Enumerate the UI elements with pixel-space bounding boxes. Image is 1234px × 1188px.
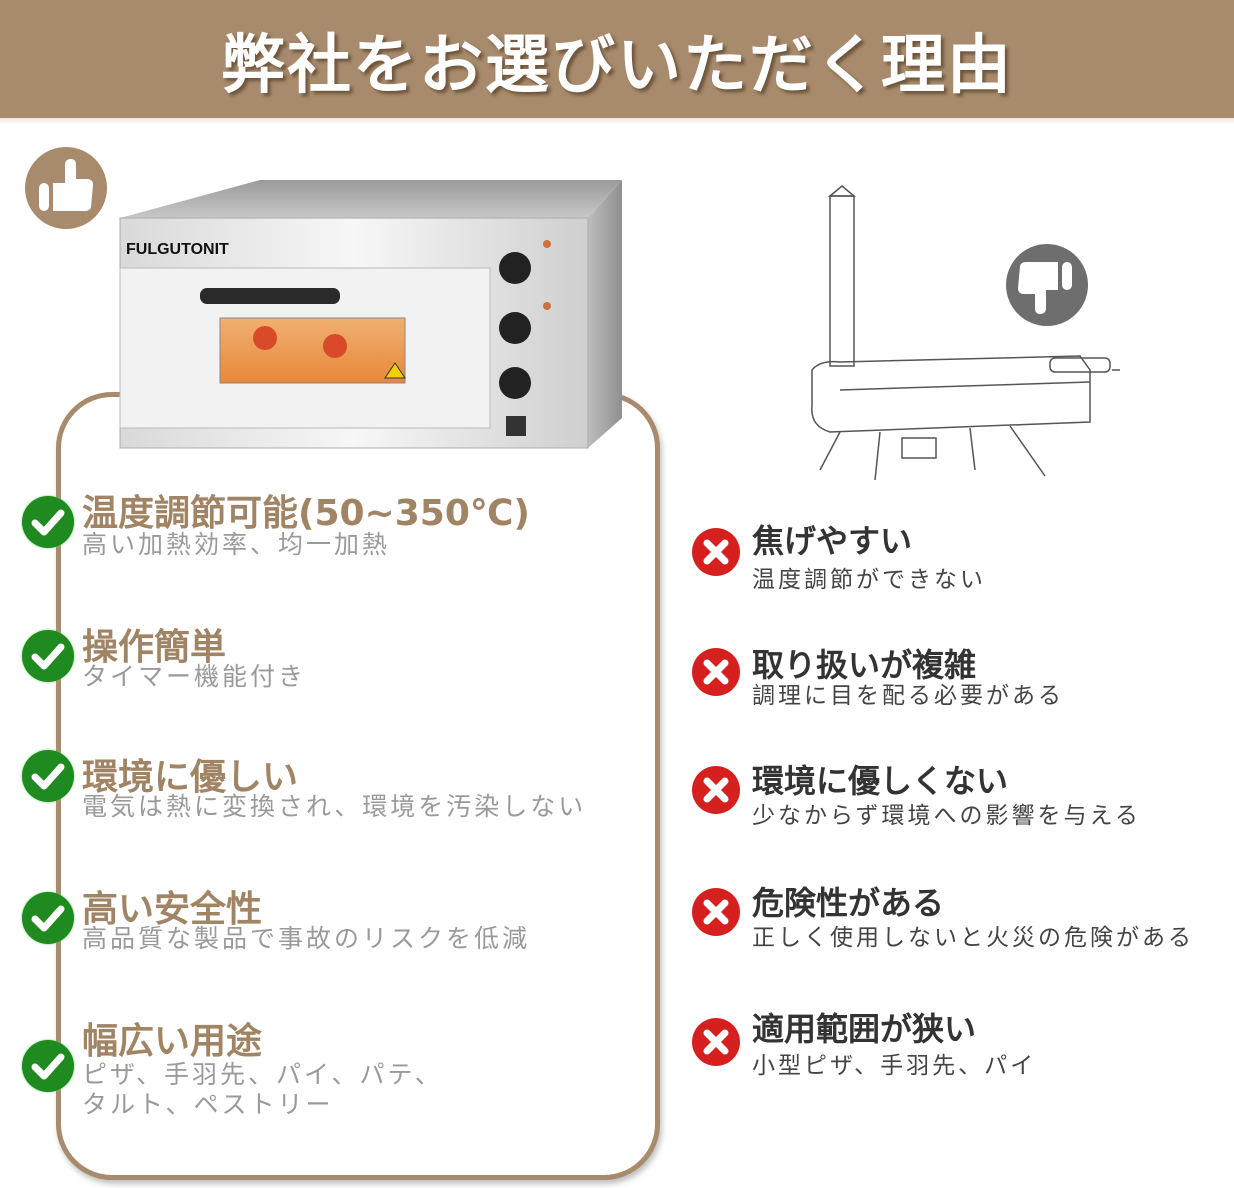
brand-label: FULGUTONIT <box>126 241 229 258</box>
cross-icon <box>692 648 740 696</box>
pro-title: 操作簡単 <box>82 627 227 668</box>
con-description: 正しく使用しないと火災の危険がある <box>752 925 1194 951</box>
check-icon <box>22 630 74 682</box>
product-feature-card <box>56 392 660 1180</box>
pro-title: 温度調節可能(50~350℃) <box>82 493 530 534</box>
con-title: 適用範囲が狭い <box>752 1010 977 1048</box>
thumbs-up-icon <box>25 147 107 229</box>
pro-title: 幅広い用途 <box>82 1021 263 1062</box>
check-icon <box>22 892 74 944</box>
con-title: 環境に優しくない <box>752 762 1009 800</box>
page-title: 弊社をお選びいただく理由 <box>221 29 1013 103</box>
con-title: 危険性がある <box>752 884 945 922</box>
con-description: 少なからず環境への影響を与える <box>752 803 1141 829</box>
header-banner: 弊社をお選びいただく理由 <box>0 0 1234 118</box>
pizza-oven-image: FULGUTONIT <box>119 180 622 449</box>
pro-description: 高い加熱効率、均一加熱 <box>82 530 391 559</box>
check-icon <box>22 750 74 802</box>
header-divider <box>0 118 1234 124</box>
con-title: 焦げやすい <box>752 522 913 560</box>
cross-icon <box>692 766 740 814</box>
pro-description: タイマー機能付き <box>82 662 307 691</box>
check-icon <box>22 496 74 548</box>
pro-description: 電気は熱に変換され、環境を汚染しない <box>82 792 587 821</box>
competitor-oven-image <box>811 185 1120 481</box>
pro-description: 高品質な製品で事故のリスクを低減 <box>82 924 531 953</box>
cross-icon <box>692 888 740 936</box>
cross-icon <box>692 1018 740 1066</box>
pro-title: 高い安全性 <box>82 889 263 930</box>
con-title: 取り扱いが複雑 <box>752 646 977 684</box>
cross-icon <box>692 528 740 576</box>
pro-title: 環境に優しい <box>82 757 299 798</box>
check-icon <box>22 1040 74 1092</box>
thumbs-down-icon <box>1006 244 1088 326</box>
con-description: 温度調節ができない <box>752 567 986 593</box>
pro-description: ピザ、手羽先、パイ、パテ、 タルト、ペストリー <box>82 1060 443 1119</box>
con-description: 小型ピザ、手羽先、パイ <box>752 1053 1037 1079</box>
con-description: 調理に目を配る必要がある <box>752 683 1064 709</box>
